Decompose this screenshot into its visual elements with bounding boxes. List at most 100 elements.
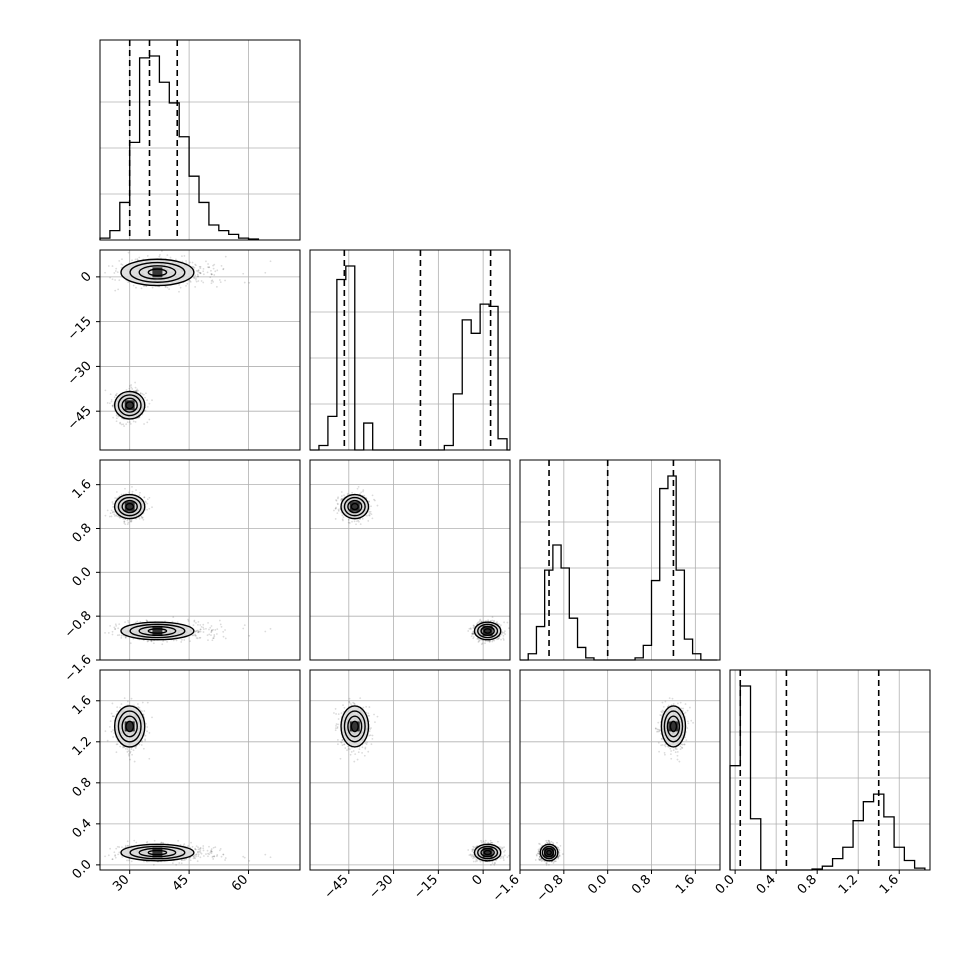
sample-point	[224, 629, 226, 631]
sample-point	[496, 621, 498, 623]
y-tick-label-1-3: 0	[78, 269, 94, 285]
sample-point	[197, 275, 199, 278]
sample-point	[208, 266, 211, 269]
sample-point	[197, 620, 200, 623]
sample-point	[209, 276, 212, 279]
sample-point	[496, 638, 498, 641]
sample-point	[209, 626, 212, 629]
sample-point	[202, 270, 205, 273]
sample-point	[189, 859, 192, 862]
sample-point	[127, 859, 130, 862]
sample-point	[492, 620, 495, 623]
sample-point	[196, 850, 199, 853]
sample-point	[491, 619, 494, 622]
sample-point	[356, 520, 358, 523]
sample-point	[126, 844, 129, 847]
sample-point	[119, 421, 122, 424]
sample-point	[146, 840, 149, 843]
sample-point	[340, 491, 343, 493]
sample-point	[361, 517, 364, 520]
sample-point	[477, 641, 480, 643]
sample-point	[199, 271, 202, 274]
sample-point	[472, 630, 474, 633]
sample-point	[128, 385, 131, 387]
sample-point	[180, 859, 183, 861]
sample-point	[342, 519, 344, 522]
sample-point	[224, 637, 227, 640]
sample-point	[202, 267, 205, 270]
sample-point	[126, 519, 129, 522]
sample-point	[212, 628, 214, 631]
sample-point	[125, 423, 128, 426]
sample-point	[355, 523, 357, 526]
sample-point	[374, 499, 376, 502]
sample-point	[199, 636, 202, 639]
sample-point	[111, 858, 114, 861]
sample-point	[194, 633, 197, 636]
sample-point	[212, 637, 215, 640]
sample-point	[194, 286, 197, 288]
sample-point	[353, 520, 356, 523]
sample-point	[480, 643, 483, 646]
sample-point	[335, 499, 338, 502]
sample-point	[130, 519, 133, 522]
sample-point	[112, 510, 115, 513]
panel-0-0	[99, 39, 301, 241]
sample-point	[195, 855, 197, 858]
sample-point	[145, 285, 148, 288]
sample-point	[206, 634, 209, 637]
sample-point	[187, 620, 190, 622]
sample-point	[224, 859, 226, 861]
sample-point	[192, 266, 195, 268]
sample-point	[210, 630, 213, 633]
sample-point	[146, 421, 149, 424]
sample-point	[135, 389, 138, 392]
sample-point	[193, 856, 196, 859]
sample-point	[480, 620, 483, 623]
sample-point	[116, 634, 119, 637]
sample-point	[210, 852, 213, 855]
sample-point	[243, 856, 246, 859]
sample-point	[479, 618, 482, 621]
sample-point	[134, 386, 137, 389]
y-tick-label-2-0: −1.6	[62, 652, 95, 685]
sample-point	[480, 620, 483, 623]
sample-point	[130, 860, 133, 863]
sample-point	[109, 512, 112, 515]
y-tick-label-2-4: 1.6	[70, 477, 95, 502]
sample-point	[212, 637, 215, 640]
sample-point	[216, 628, 219, 631]
sample-point	[211, 639, 214, 642]
sample-point	[210, 273, 213, 275]
contour-2-0-1-2	[121, 499, 138, 514]
sample-point	[159, 253, 161, 256]
sample-point	[146, 399, 149, 401]
sample-point	[202, 849, 205, 852]
sample-point	[199, 267, 202, 270]
sample-point	[508, 627, 510, 630]
sample-point	[195, 621, 197, 624]
sample-point	[106, 402, 109, 404]
sample-point	[128, 387, 131, 390]
sample-point	[151, 506, 153, 509]
sample-point	[179, 286, 182, 289]
sample-point	[501, 632, 504, 634]
sample-point	[164, 285, 167, 288]
sample-point	[340, 499, 342, 502]
sample-point	[500, 624, 502, 627]
sample-point	[472, 636, 475, 638]
sample-point	[141, 517, 144, 520]
sample-point	[210, 634, 212, 636]
density-peak-2-1-0	[482, 625, 493, 636]
sample-point	[184, 859, 186, 861]
sample-point	[210, 850, 212, 853]
sample-point	[218, 849, 221, 852]
sample-point	[478, 640, 480, 643]
sample-point	[171, 620, 174, 623]
sample-point	[174, 258, 177, 261]
sample-point	[369, 510, 372, 513]
sample-point	[197, 853, 200, 856]
sample-point	[121, 263, 124, 266]
sample-point	[224, 857, 227, 859]
contour-1-0-0-1	[129, 261, 186, 283]
